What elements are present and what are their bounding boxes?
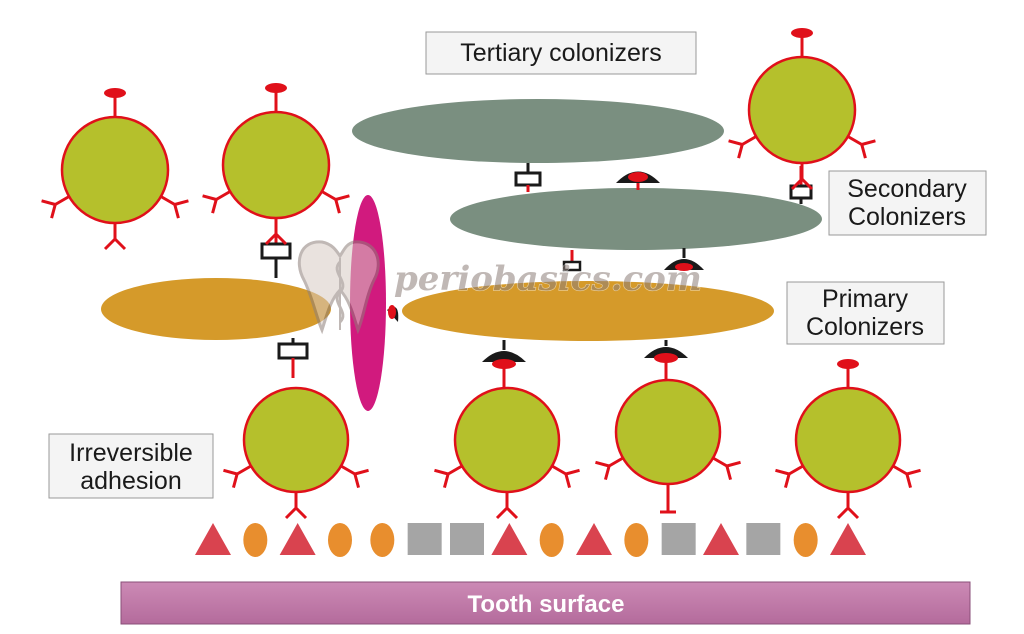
square-connector bbox=[277, 338, 309, 378]
coccus-bacterium bbox=[775, 359, 921, 520]
primary-colonizers-label: Primary Colonizers bbox=[786, 281, 945, 345]
primary-label-line2: Colonizers bbox=[806, 313, 924, 341]
cocci-group bbox=[41, 28, 921, 520]
watermark-text: periobasics.com bbox=[394, 259, 702, 299]
dome-connector bbox=[482, 340, 526, 388]
tooth-caduceus-logo bbox=[297, 240, 380, 335]
pellicle-receptors bbox=[195, 523, 866, 557]
pellicle-square bbox=[746, 523, 781, 555]
dome-connector bbox=[644, 340, 688, 382]
secondary-colonizers-label: Secondary Colonizers bbox=[828, 170, 987, 236]
primary-label-line1: Primary bbox=[822, 285, 909, 313]
pellicle-oval bbox=[624, 523, 649, 557]
coccus-bacterium bbox=[223, 386, 369, 520]
pellicle-oval bbox=[793, 523, 818, 557]
tertiary-rod bbox=[352, 99, 724, 163]
irreversible-label-line1: Irreversible bbox=[69, 439, 193, 467]
tooth-surface: Tooth surface bbox=[120, 581, 971, 625]
tertiary-colonizers-label: Tertiary colonizers bbox=[425, 31, 697, 75]
irreversible-label-line2: adhesion bbox=[80, 467, 181, 495]
pellicle-triangle bbox=[703, 523, 739, 555]
pellicle-triangle bbox=[195, 523, 231, 555]
pellicle-triangle bbox=[830, 523, 866, 555]
pellicle-triangle bbox=[491, 523, 528, 555]
pellicle-oval bbox=[328, 523, 352, 557]
pellicle-oval bbox=[539, 523, 564, 557]
tertiary-label-text: Tertiary colonizers bbox=[460, 39, 661, 67]
coccus-bacterium bbox=[434, 386, 580, 520]
pellicle-triangle bbox=[576, 523, 612, 555]
pellicle-square bbox=[407, 523, 442, 555]
coccus-bacterium bbox=[41, 88, 189, 251]
tooth-surface-label: Tooth surface bbox=[468, 591, 625, 618]
coccus-bacterium bbox=[595, 378, 741, 514]
pellicle-oval bbox=[243, 523, 268, 557]
secondary-label-line1: Secondary bbox=[847, 175, 967, 203]
coccus-bacterium bbox=[202, 83, 350, 246]
pellicle-oval bbox=[370, 523, 395, 557]
secondary-rod bbox=[450, 188, 822, 250]
irreversible-adhesion-label: Irreversible adhesion bbox=[48, 433, 214, 499]
dome-connector bbox=[664, 248, 704, 271]
coccus-bacterium bbox=[728, 28, 876, 191]
dome-connector bbox=[387, 305, 399, 322]
square-connector bbox=[514, 163, 542, 192]
small-linker bbox=[562, 250, 582, 272]
pellicle-triangle bbox=[279, 523, 316, 555]
primary-rod-right bbox=[402, 281, 774, 341]
primary-rod-left bbox=[101, 278, 331, 340]
pellicle-square bbox=[450, 523, 484, 555]
dome-connector bbox=[616, 171, 660, 190]
secondary-label-line2: Colonizers bbox=[848, 203, 966, 231]
pellicle-square bbox=[661, 523, 696, 555]
